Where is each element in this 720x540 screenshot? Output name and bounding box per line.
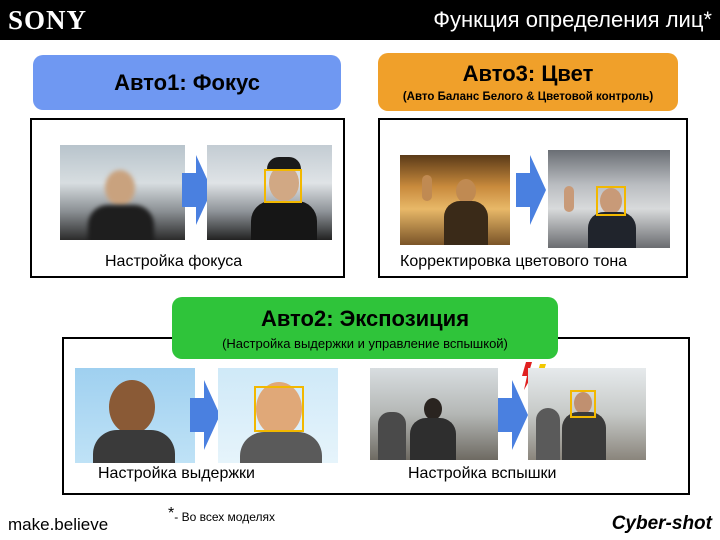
exposure-sublabel: (Настройка выдержки и управление вспышко…	[222, 335, 508, 351]
footnote-star: *	[168, 505, 175, 522]
exposure-label: Авто2: Экспозиция	[260, 305, 470, 331]
page-title: Функция определения лиц*	[433, 7, 712, 32]
footnote: *- Во всех моделях	[168, 505, 275, 526]
color-sublabel: (Авто Баланс Белого & Цветовой контроль)	[402, 91, 654, 103]
color-label: Авто3: Цвет	[462, 61, 594, 86]
exposure-photo-after	[218, 368, 338, 463]
color-photo-after	[548, 150, 670, 248]
header-bar: SONY Функция определения лиц*	[0, 0, 720, 40]
cyber-shot-logo: Cyber-shot	[611, 513, 712, 534]
footnote-text: - Во всех моделях	[174, 510, 275, 524]
focus-photo-before	[60, 145, 185, 240]
focus-label: Авто1: Фокус	[114, 69, 260, 95]
exposure-caption-right: Настройка вспышки	[408, 465, 557, 482]
focus-caption: Настройка фокуса	[105, 253, 243, 270]
color-photo-before	[400, 155, 510, 245]
color-label-pill: Авто3: Цвет (Авто Баланс Белого & Цветов…	[378, 53, 678, 111]
focus-photo-after	[207, 145, 332, 240]
exposure-photo-before	[75, 368, 195, 463]
focus-label-pill: Авто1: Фокус	[33, 55, 341, 110]
color-arrow-icon	[516, 155, 546, 225]
make-believe-logo: make.believe	[8, 515, 109, 534]
flash-face-box	[570, 390, 596, 418]
exposure-label-pill: Авто2: Экспозиция (Настройка выдержки и …	[172, 297, 558, 359]
flash-arrow-icon	[498, 380, 528, 450]
exposure-caption-left: Настройка выдержки	[98, 465, 255, 482]
flash-photo-before	[370, 368, 498, 460]
focus-face-box	[264, 169, 302, 203]
flash-photo-after	[528, 368, 646, 460]
color-face-box	[596, 186, 626, 216]
sony-logo: SONY	[8, 5, 88, 35]
focus-arrow-icon	[182, 155, 212, 225]
exposure-face-box	[254, 386, 304, 432]
color-caption: Корректировка цветового тона	[400, 253, 628, 270]
exposure-arrow-icon	[190, 380, 220, 450]
